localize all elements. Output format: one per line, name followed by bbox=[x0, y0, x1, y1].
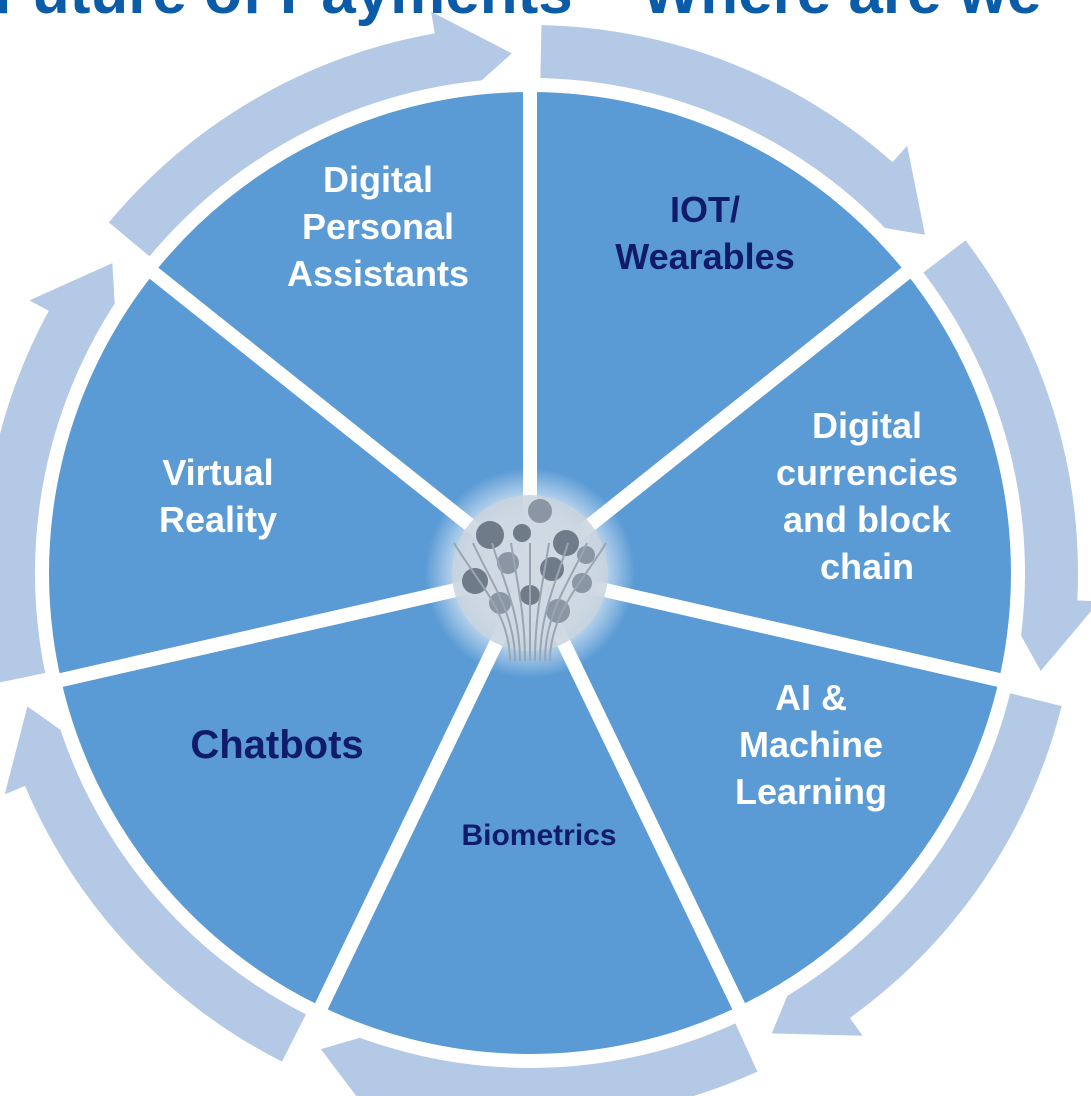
hub-node bbox=[476, 521, 504, 549]
cycle-arrow bbox=[0, 263, 118, 683]
cycle-arrow bbox=[320, 1020, 758, 1096]
label-biometrics: Biometrics bbox=[461, 819, 616, 852]
hub-branch bbox=[453, 542, 511, 662]
cycle-arrow bbox=[4, 706, 308, 1062]
segment-digital-personal-assistants bbox=[523, 78, 919, 580]
label-digital-currencies: and block bbox=[783, 499, 952, 540]
label-chatbots: Chatbots bbox=[190, 723, 363, 767]
hub-branch bbox=[549, 542, 607, 662]
segment-digital-currencies bbox=[523, 566, 1013, 1020]
hub-node bbox=[577, 546, 595, 564]
cycle-arrow bbox=[540, 25, 925, 235]
cycle-arrow bbox=[771, 692, 1062, 1036]
hub-node bbox=[528, 499, 552, 523]
segment-chatbots bbox=[35, 261, 537, 689]
technology-tree-icon bbox=[425, 468, 635, 678]
segment-wheel bbox=[35, 78, 1025, 1068]
segment-biometrics bbox=[47, 566, 537, 1020]
segment-iot-wearables bbox=[523, 261, 1025, 689]
segment-labels: DigitalPersonalAssistantsIOT/WearablesDi… bbox=[159, 159, 958, 852]
label-digital-personal-assistants: Personal bbox=[302, 206, 454, 247]
label-digital-personal-assistants: Assistants bbox=[287, 253, 469, 294]
hub-node bbox=[513, 524, 531, 542]
hub-node bbox=[553, 530, 579, 556]
label-digital-currencies: chain bbox=[820, 546, 914, 587]
hub-branch bbox=[534, 542, 550, 662]
hub-branch bbox=[472, 542, 516, 662]
cycle-arrow bbox=[921, 240, 1091, 671]
label-iot-wearables: Wearables bbox=[615, 236, 794, 277]
label-iot-wearables: IOT/ bbox=[670, 189, 740, 230]
segment-virtual-reality bbox=[141, 78, 537, 580]
label-digital-personal-assistants: Digital bbox=[323, 159, 433, 200]
label-ai-machine-learning: AI & bbox=[775, 677, 847, 718]
label-ai-machine-learning: Learning bbox=[735, 771, 887, 812]
page-title: Future of Payments – Where are we bbox=[0, 0, 1041, 24]
label-ai-machine-learning: Machine bbox=[739, 724, 883, 765]
hub-branch bbox=[491, 542, 521, 662]
label-virtual-reality: Reality bbox=[159, 499, 277, 540]
label-digital-currencies: Digital bbox=[812, 405, 922, 446]
hub-branch bbox=[544, 542, 588, 662]
label-digital-currencies: currencies bbox=[776, 452, 958, 493]
segment-ai-machine-learning bbox=[311, 566, 749, 1068]
label-virtual-reality: Virtual bbox=[162, 452, 273, 493]
hub-node bbox=[462, 568, 488, 594]
hub-branch bbox=[510, 542, 526, 662]
hub-branch bbox=[539, 542, 569, 662]
